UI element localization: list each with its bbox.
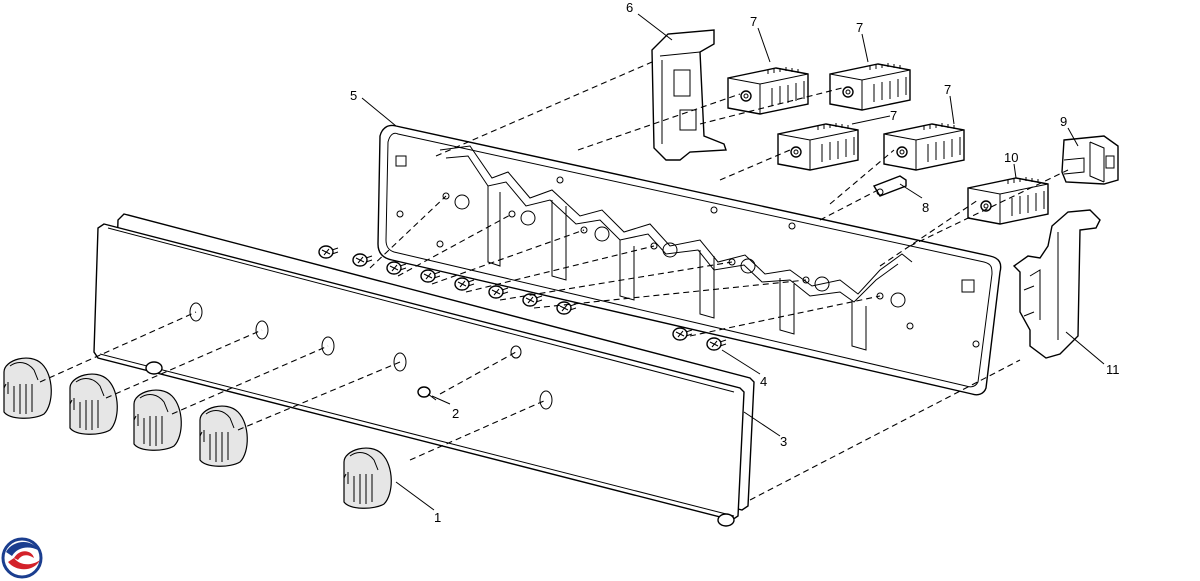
callout-8: 8 (922, 200, 929, 215)
callout-5: 5 (350, 88, 357, 103)
callout-7c: 7 (890, 108, 897, 123)
front-fascia-panel (93, 213, 755, 527)
rear-control-panel (377, 124, 1002, 396)
ignition-switch-part (872, 175, 907, 197)
rotary-switches (727, 62, 1049, 225)
callout-3: 3 (780, 434, 787, 449)
indicator-lamp-part (1061, 135, 1119, 185)
right-bracket (1012, 209, 1101, 359)
assembly-guide-lines (39, 61, 1069, 501)
spindle-part (417, 386, 437, 401)
callout-2: 2 (452, 406, 459, 421)
swirl-logo-icon (1, 537, 43, 579)
callout-7a: 7 (750, 14, 757, 29)
callout-7b: 7 (856, 20, 863, 35)
callout-6: 6 (626, 0, 633, 15)
callout-11: 11 (1106, 362, 1120, 377)
callout-4: 4 (760, 374, 767, 389)
callout-7d: 7 (944, 82, 951, 97)
callout-leaders (361, 13, 1105, 511)
callout-labels: 1 2 3 4 5 6 7 7 7 7 8 9 10 11 (350, 0, 1120, 525)
callout-10: 10 (1004, 150, 1018, 165)
callout-1: 1 (434, 510, 441, 525)
callout-9: 9 (1060, 114, 1067, 129)
left-bracket (651, 29, 727, 161)
